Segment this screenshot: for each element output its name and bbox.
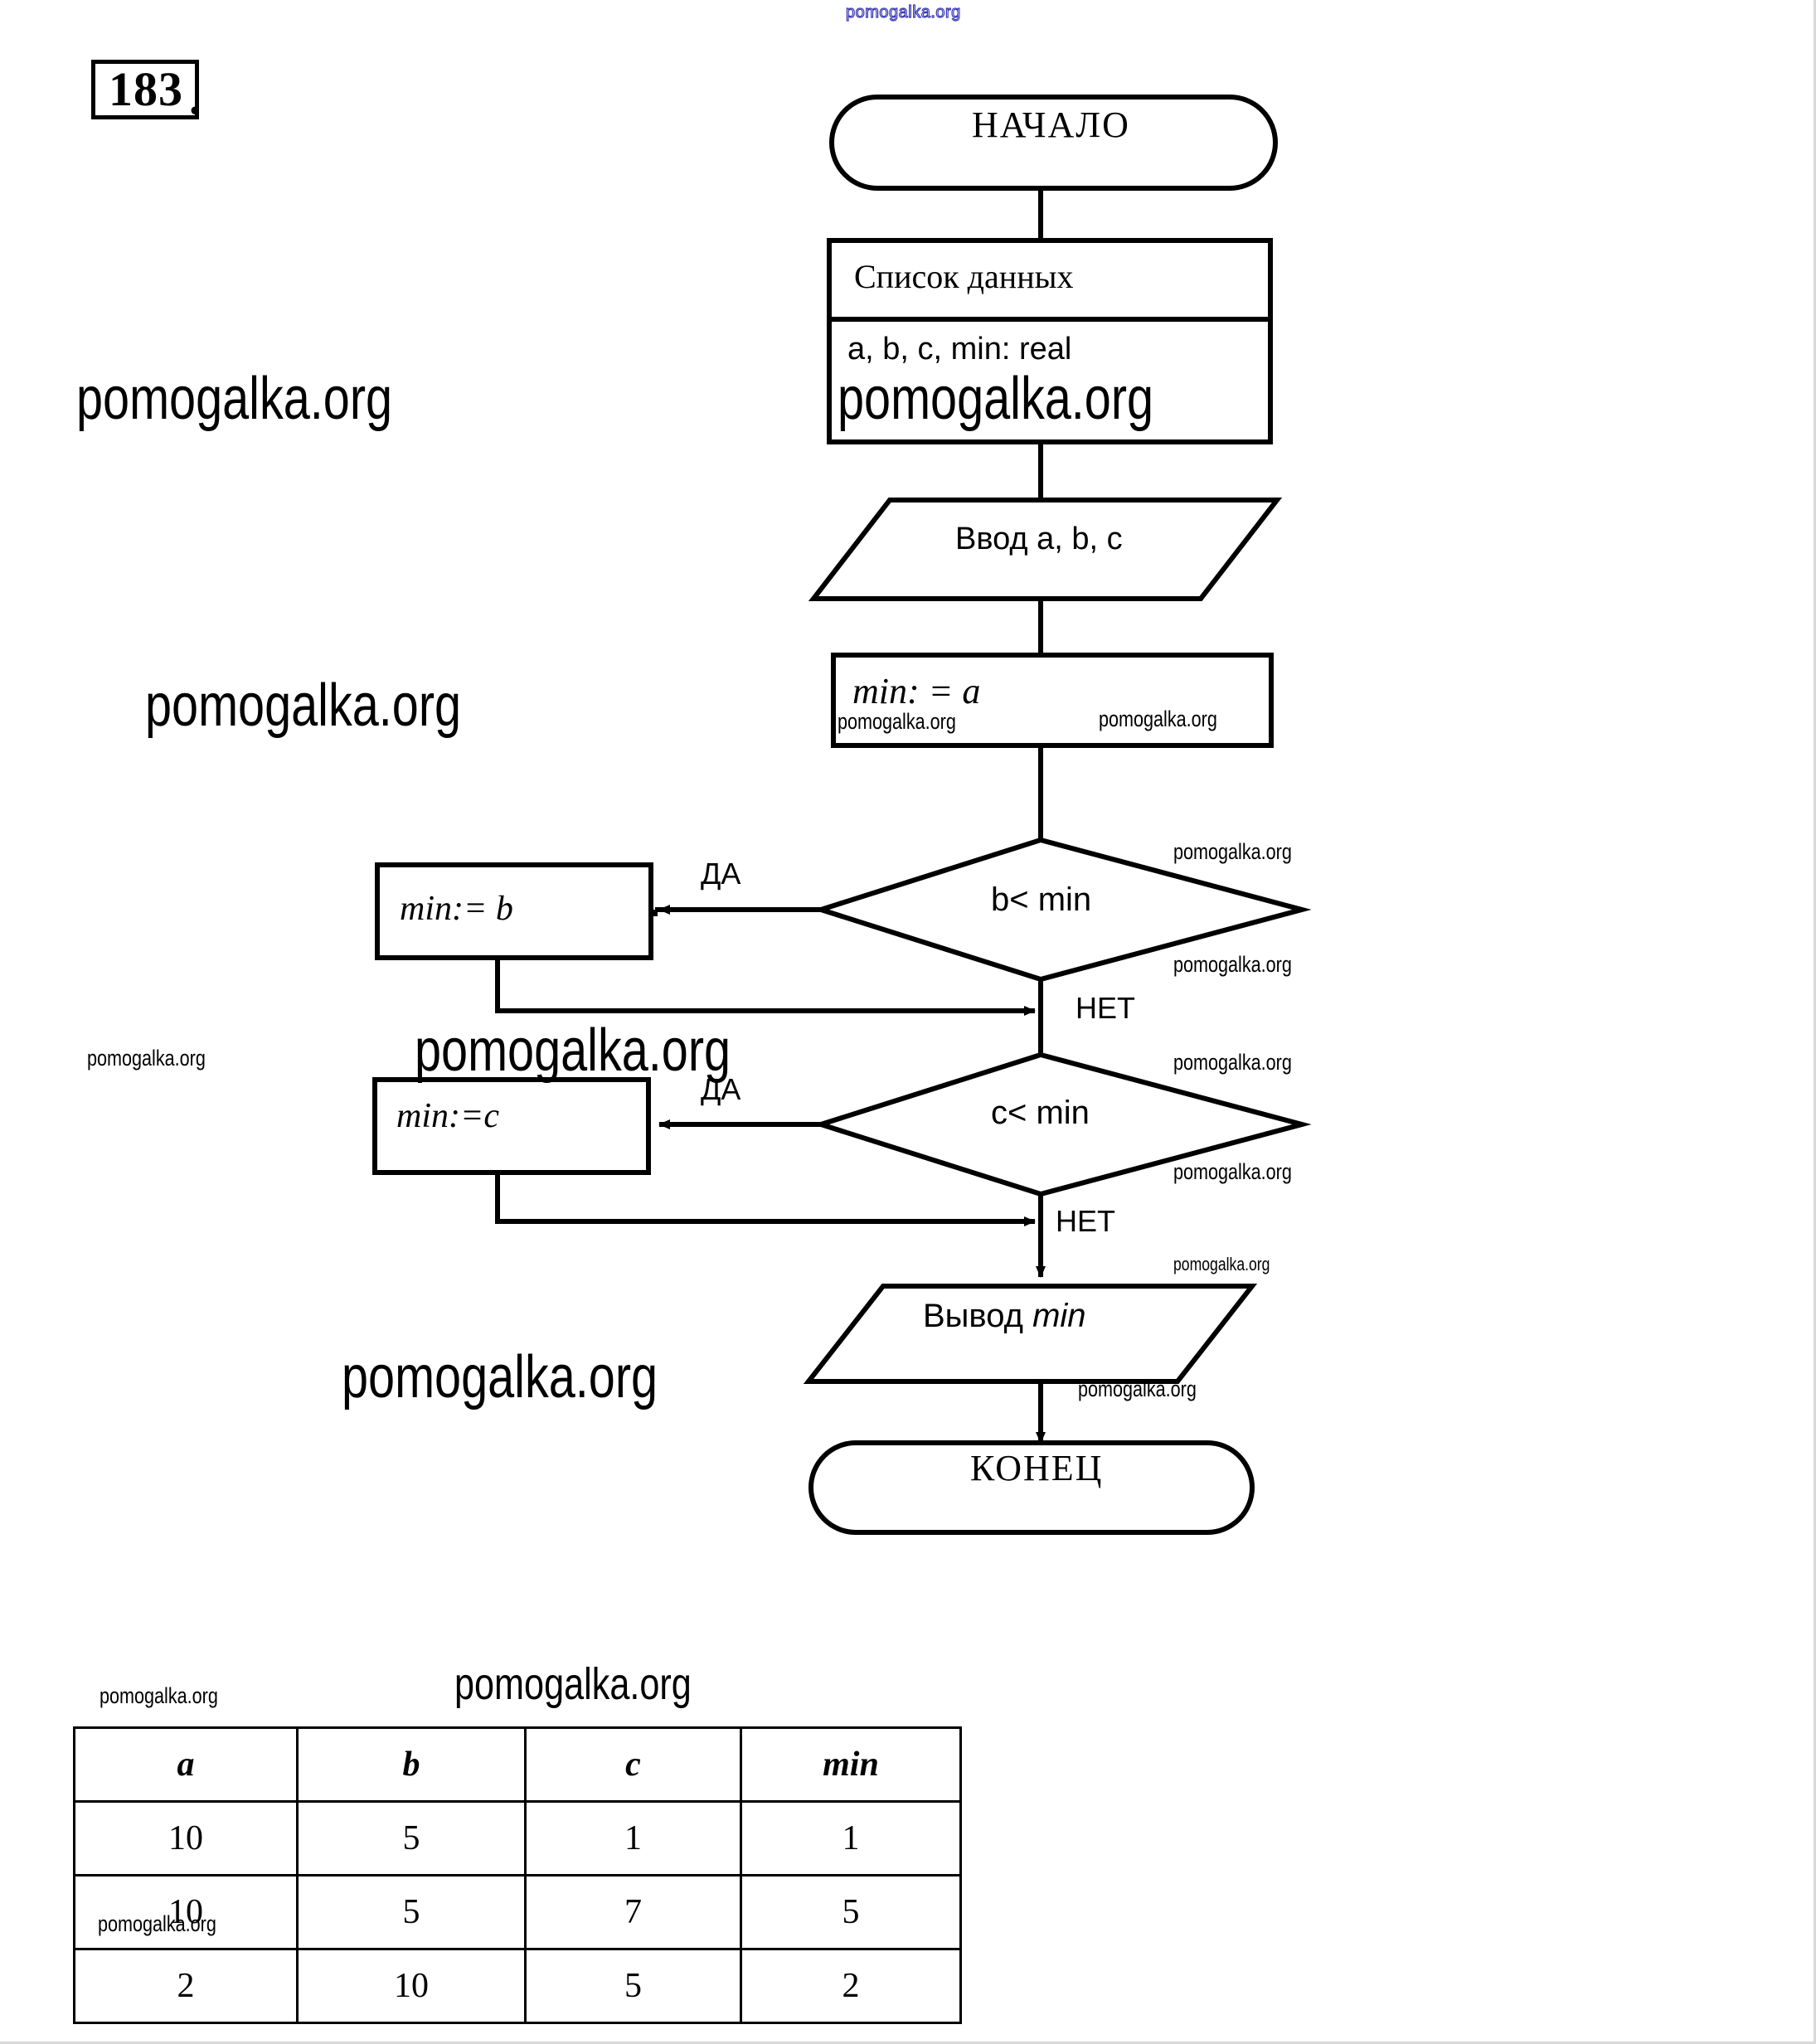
assign-c-label: min:=c (396, 1097, 499, 1135)
table-cell: 5 (296, 1874, 527, 1950)
watermark-wm-left-2: pomogalka.org (145, 672, 462, 739)
edge-label-yes-1: ДА (701, 857, 741, 891)
table-cell: 5 (740, 1874, 962, 1950)
output-var: min (1032, 1298, 1086, 1334)
watermark-wm-table-cell: pomogalka.org (98, 1911, 216, 1936)
table-cell: 10 (73, 1874, 299, 1950)
table-header-c: c (524, 1726, 742, 1803)
output-prefix: Вывод (923, 1298, 1033, 1334)
watermark-wm-diam1-top: pomogalka.org (1173, 839, 1292, 864)
start-label: НАЧАЛО (972, 104, 1130, 145)
table-cell: 2 (73, 1948, 299, 2024)
page-bottom-edge (0, 2042, 1816, 2044)
table-cell: 1 (740, 1800, 962, 1876)
edge-label-yes-2: ДА (701, 1072, 741, 1106)
watermark-wm-above-out: pomogalka.org (1173, 1254, 1270, 1274)
watermark-wm-assign-right: pomogalka.org (1099, 706, 1217, 731)
data-list-header: Список данных (854, 258, 1074, 295)
assign-a-box (831, 653, 1274, 748)
watermark-wm-far-left: pomogalka.org (87, 1046, 206, 1071)
start-terminator (829, 95, 1278, 191)
watermark-wm-below-out: pomogalka.org (1078, 1376, 1197, 1401)
decision-1-label: b< min (991, 881, 1092, 918)
edge-label-no-2: НЕТ (1056, 1204, 1115, 1238)
watermark-wm-diam1-bottom: pomogalka.org (1173, 952, 1292, 977)
output-parallelogram (803, 1284, 1258, 1384)
watermark-wm-center: pomogalka.org (415, 1017, 731, 1084)
assign-a-label: min: = a (852, 671, 981, 711)
watermark-wm-assign-left: pomogalka.org (838, 709, 956, 734)
table-cell: 5 (296, 1800, 527, 1876)
watermark-wm-table-left: pomogalka.org (100, 1683, 218, 1708)
task-number-period: . (189, 70, 202, 124)
edge-label-no-1: НЕТ (1076, 991, 1135, 1025)
watermark-wm-diam2-top: pomogalka.org (1173, 1050, 1292, 1075)
table-header-min: min (740, 1726, 962, 1803)
output-label: Вывод min (923, 1298, 1086, 1335)
top-watermark: pomogalka.org (845, 2, 961, 22)
input-label: Ввод a, b, c (955, 522, 1123, 556)
table-cell: 1 (524, 1800, 742, 1876)
data-list-vars: a, b, c, min: real (847, 332, 1072, 367)
table-cell: 5 (524, 1948, 742, 2024)
watermark-wm-left-1: pomogalka.org (76, 366, 393, 432)
assign-c-box (372, 1077, 651, 1175)
table-cell: 7 (524, 1874, 742, 1950)
assign-b-box (375, 862, 653, 960)
watermark-wm-table: pomogalka.org (454, 1659, 692, 1709)
watermark-wm-listbox: pomogalka.org (838, 366, 1154, 432)
input-parallelogram (808, 498, 1283, 601)
table-header-a: a (73, 1726, 299, 1803)
watermark-wm-diam2-bottom: pomogalka.org (1173, 1159, 1292, 1184)
assign-b-label: min:= b (400, 890, 513, 928)
table-header-b: b (296, 1726, 527, 1803)
page-right-edge (1814, 0, 1816, 2044)
end-terminator (808, 1440, 1255, 1535)
task-number-box: 183 (91, 60, 199, 119)
decision-2-label: c< min (991, 1095, 1090, 1131)
data-list-box (827, 238, 1273, 444)
table-cell: 2 (740, 1948, 962, 2024)
table-cell: 10 (73, 1800, 299, 1876)
watermark-wm-outbox: pomogalka.org (342, 1344, 658, 1410)
table-cell: 10 (296, 1948, 527, 2024)
end-label: КОНЕЦ (970, 1448, 1104, 1488)
